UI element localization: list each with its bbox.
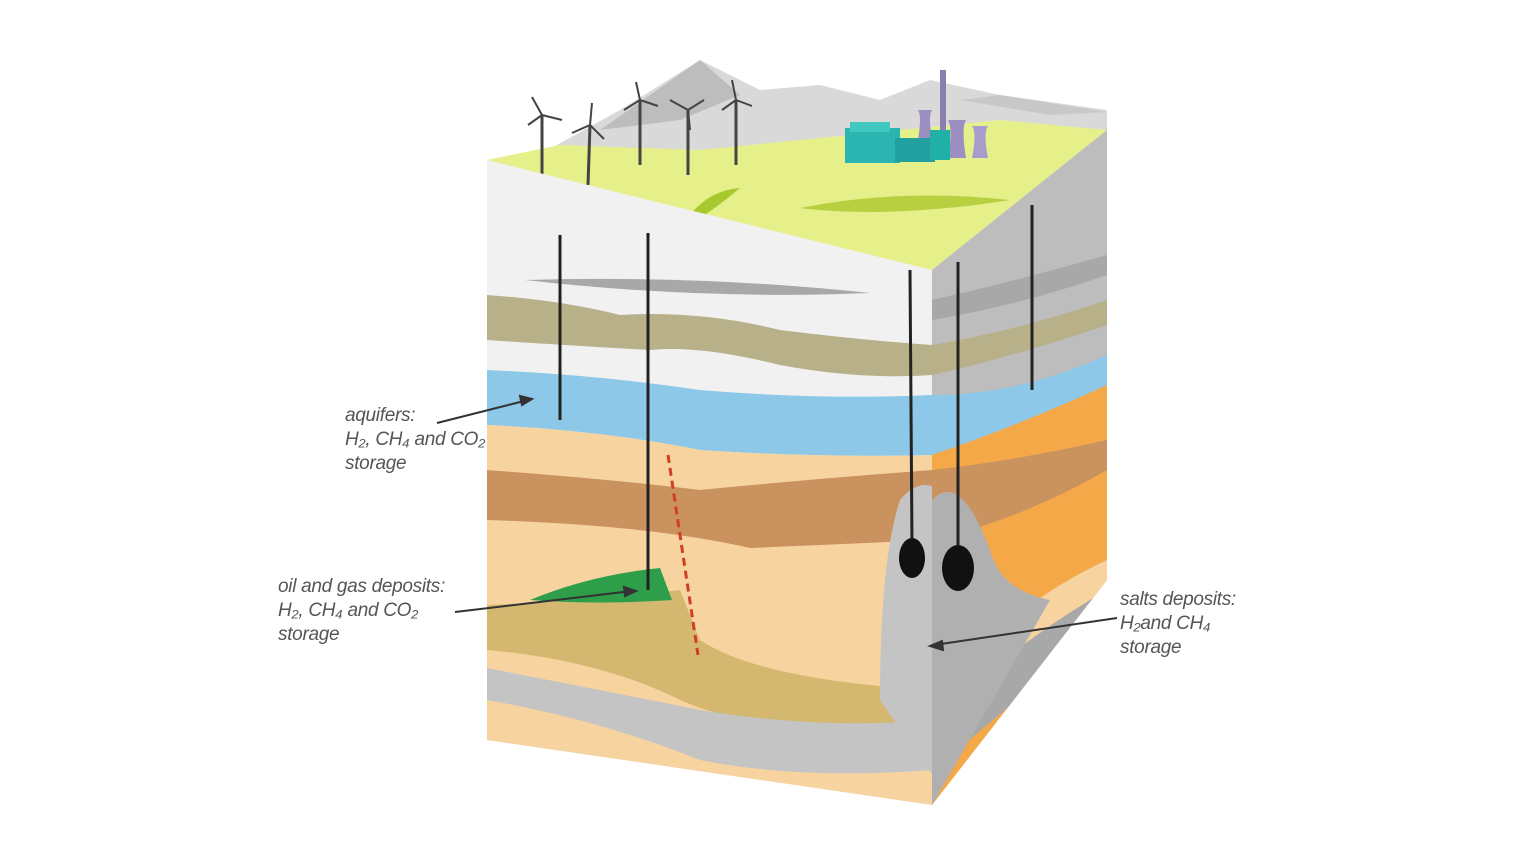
oil-gas-label-gases: H₂, CH₄ and CO₂ (278, 600, 419, 621)
oil-gas-label-storage: storage (278, 624, 340, 645)
oil-gas-label: oil and gas deposits: H₂, CH₄ and CO₂ st… (278, 575, 445, 647)
fault-line (666, 454, 700, 656)
power-plant (845, 70, 988, 163)
front-face (487, 160, 932, 805)
aquifer-layer (487, 370, 932, 456)
wells (558, 205, 1034, 590)
brown-layer (487, 470, 932, 548)
aquifers-label: aquifers: H₂, CH₄ and CO₂ storage (345, 404, 485, 476)
aquifers-label-storage: storage (345, 453, 407, 474)
oil-deposit (530, 568, 672, 603)
salts-label-gases: H₂and CH₄ (1120, 613, 1211, 634)
salt-cavern (899, 538, 925, 578)
salt-dome (880, 485, 932, 800)
salts-label-title: salts deposits: (1120, 589, 1236, 610)
aquifers-label-title: aquifers: (345, 405, 416, 426)
salts-label: salts deposits: H₂and CH₄ storage (1120, 588, 1236, 660)
salt-cavern (942, 545, 974, 591)
olive-layer (487, 295, 932, 377)
salts-label-storage: storage (1120, 637, 1182, 658)
olive-lower-layer (487, 590, 932, 740)
salt-layer (487, 668, 932, 774)
oil-gas-label-title: oil and gas deposits: (278, 576, 445, 597)
gray-lens (525, 278, 870, 295)
aquifers-label-gases: H₂, CH₄ and CO₂ (345, 429, 486, 450)
grass-patch (690, 188, 740, 218)
grass-field (800, 195, 1010, 212)
pointer-arrows (436, 394, 1118, 652)
wind-turbines (527, 79, 753, 186)
